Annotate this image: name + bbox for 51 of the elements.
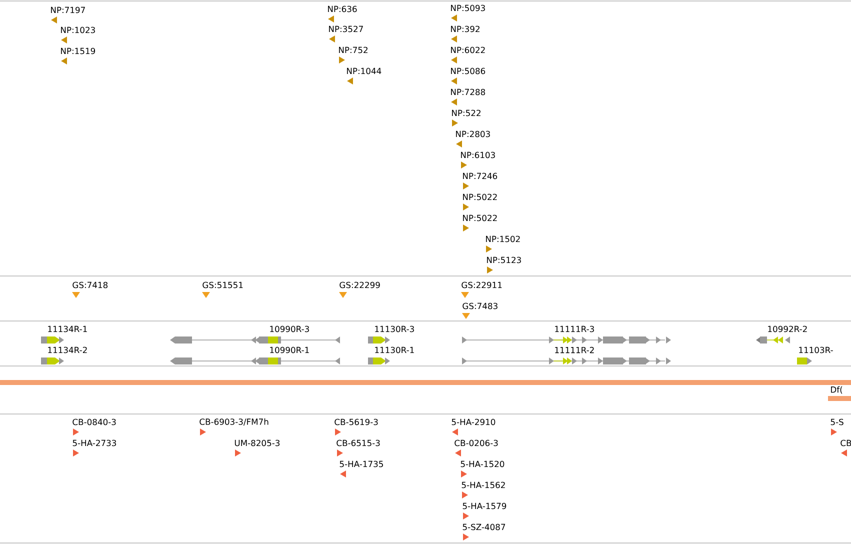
track-label: 5-SZ-4087: [462, 524, 506, 530]
track-label: NP:1023: [61, 26, 95, 34]
track-label: Df(: [831, 386, 842, 394]
track-label: NP:522: [452, 110, 480, 116]
track-label: 11134R-2: [48, 346, 87, 354]
track-label: NP:5022: [463, 214, 497, 222]
track-label: CB-5619-3: [334, 418, 378, 426]
track-label: 5-HA-1579: [462, 502, 506, 510]
track-label: GS:22299: [340, 282, 380, 288]
track-label: GS:7483: [462, 302, 498, 310]
track-label: NP:3527: [329, 26, 363, 32]
track-label: 5-HA-1735: [340, 460, 383, 468]
track-label: NP:392: [451, 26, 480, 32]
track-label: 5-HA-2910: [452, 418, 496, 426]
track-label: NP:6022: [451, 46, 485, 54]
track-label: GS:7418: [72, 282, 108, 288]
track-label: GS:51551: [202, 282, 243, 288]
track-label: 11130R-1: [375, 346, 414, 354]
track-label: 10990R-3: [270, 326, 309, 332]
track-label: 5-HA-1562: [462, 482, 505, 488]
track-label: 11111R-3: [555, 326, 594, 332]
track-label: GS:22911: [462, 282, 502, 288]
track-label: NP:7288: [451, 88, 486, 96]
track-label: NP:1502: [486, 236, 520, 242]
track-label: 11130R-3: [375, 326, 414, 332]
track-label: CB-6515-3: [336, 440, 380, 446]
track-label: 10990R-1: [270, 346, 309, 354]
track-label: CB-6903-3/FM7h: [200, 418, 268, 426]
track-label: 11103R-: [799, 346, 833, 354]
track-label: 10992R-2: [768, 326, 807, 332]
track-label: UM-8205-3: [234, 440, 280, 446]
track-label: NP:1519: [61, 48, 96, 54]
track-label: CB-0840-3: [72, 418, 116, 426]
track-label: NP:7246: [463, 172, 498, 180]
track-label: NP:5022: [463, 194, 497, 200]
track-label: 5-HA-2733: [72, 440, 116, 446]
track-label: NP:2803: [456, 130, 490, 138]
track-label: NP:636: [328, 6, 357, 12]
track-label: CB-0206-3: [454, 440, 498, 446]
track-label: 5-S: [830, 418, 844, 426]
track-label: NP:5123: [487, 256, 521, 264]
track-label: 11111R-2: [555, 346, 594, 354]
track-label: NP:6103: [461, 152, 495, 158]
track-label: 11134R-1: [48, 326, 87, 332]
track-label: NP:5086: [451, 68, 486, 74]
track-label: NP:1044: [347, 68, 382, 74]
track-label: CB: [840, 440, 851, 446]
track-label: NP:752: [339, 46, 368, 54]
track-label: NP:5093: [451, 4, 485, 12]
track-label: 5-HA-1520: [460, 460, 504, 468]
track-label: NP:7197: [51, 6, 85, 14]
